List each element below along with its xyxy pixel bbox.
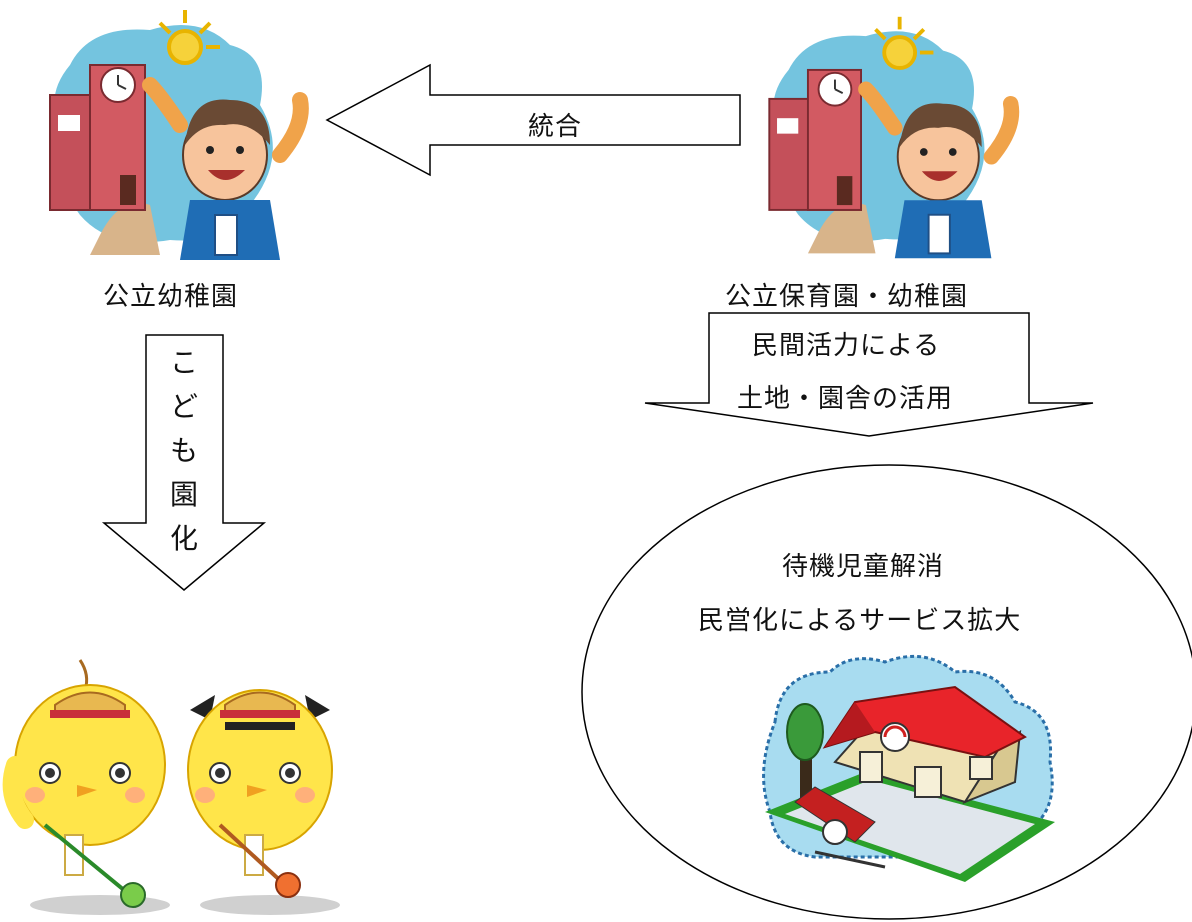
result-line2: 民営化によるサービス拡大 bbox=[698, 606, 1022, 636]
down-arrow-right-line2: 土地・園舎の活用 bbox=[737, 384, 954, 414]
school-child-illustration-right bbox=[768, 16, 1020, 259]
school-child-illustration-left bbox=[49, 10, 309, 260]
chick-illustration-right bbox=[187, 689, 340, 915]
down-arrow-left-char-4: 園 bbox=[169, 478, 198, 511]
down-arrow-left-char-2: ど bbox=[169, 390, 198, 423]
left-node-label: 公立幼稚園 bbox=[103, 282, 239, 312]
right-node-label: 公立保育園・幼稚園 bbox=[725, 282, 969, 312]
result-line1: 待機児童解消 bbox=[782, 552, 945, 582]
house-illustration bbox=[762, 654, 1055, 882]
merge-arrow-label: 統合 bbox=[528, 112, 583, 142]
down-arrow-left-char-5: 化 bbox=[169, 522, 198, 555]
chick-illustration-left bbox=[2, 659, 170, 915]
down-arrow-left-char-3: も bbox=[169, 434, 198, 467]
down-arrow-right-line1: 民間活力による bbox=[752, 331, 941, 361]
down-arrow-left-char-1: こ bbox=[169, 346, 198, 379]
